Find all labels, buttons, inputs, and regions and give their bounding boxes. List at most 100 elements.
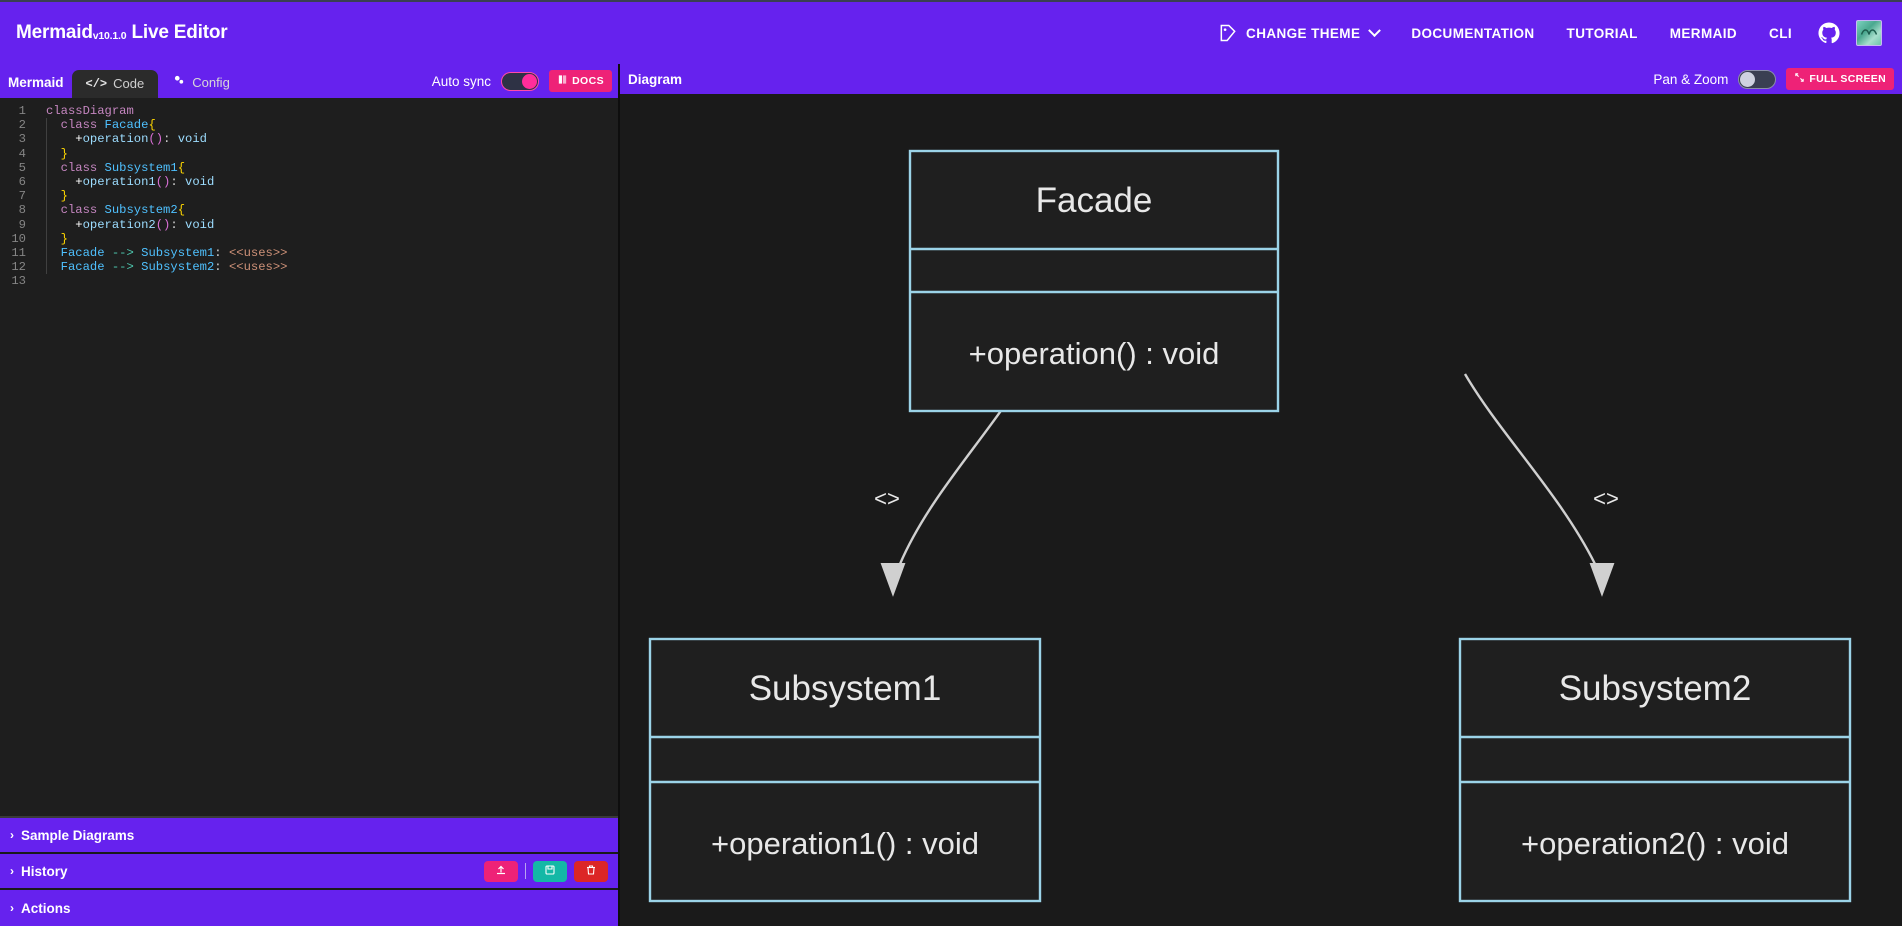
tab-code[interactable]: </> Code — [71, 70, 159, 98]
code-line[interactable]: } — [60, 231, 68, 246]
line-number: 1 — [18, 104, 26, 118]
history-delete-button[interactable] — [574, 860, 608, 882]
mermaid-logo-icon[interactable] — [1856, 20, 1882, 46]
brand-suffix: Live Editor — [131, 22, 228, 43]
nav-mermaid[interactable]: MERMAID — [1654, 18, 1753, 49]
class-facade-title: Facade — [1036, 181, 1153, 220]
line-number: 10 — [11, 231, 26, 246]
nav-cli[interactable]: CLI — [1753, 18, 1808, 49]
edge-label-bg-2 — [1583, 469, 1628, 527]
panzoom-toggle[interactable] — [1738, 69, 1777, 89]
panel-sample-diagrams-label: Sample Diagrams — [21, 827, 135, 843]
panel-sample-diagrams[interactable]: › Sample Diagrams — [0, 818, 618, 854]
editor-tabs: </> Code Config — [71, 67, 244, 98]
top-navbar: Mermaidv10.1.0 Live Editor CHANGE THEME … — [0, 0, 1902, 64]
editor-bottom-border — [0, 816, 618, 818]
line-number: 11 — [11, 245, 26, 260]
tab-code-label: Code — [113, 76, 145, 91]
code-line[interactable]: class Facade{ — [60, 118, 156, 133]
code-line[interactable]: Facade --> Subsystem2: <<uses>> — [60, 260, 288, 275]
history-save-button[interactable] — [533, 860, 567, 882]
nav-tutorial[interactable]: TUTORIAL — [1551, 18, 1654, 49]
autosync-toggle[interactable] — [501, 71, 540, 91]
history-actions — [484, 860, 608, 882]
history-upload-button[interactable] — [484, 860, 518, 882]
nav-change-theme[interactable]: CHANGE THEME — [1202, 15, 1395, 51]
tab-config-label: Config — [192, 74, 230, 90]
code-line[interactable]: classDiagram — [46, 104, 134, 118]
nav-tutorial-label: TUTORIAL — [1566, 25, 1638, 41]
line-number: 8 — [18, 203, 26, 218]
line-number: 9 — [18, 217, 26, 232]
chevron-down-icon — [1368, 23, 1382, 37]
editor-toolbar: Mermaid </> Code Config Auto sync — [0, 64, 618, 98]
nav-mermaid-label: MERMAID — [1669, 25, 1738, 41]
upload-icon — [495, 864, 507, 879]
diagram-canvas[interactable]: <> <> Facade +operation() : void — [620, 94, 1902, 926]
editor-pane: Mermaid </> Code Config Auto sync — [0, 64, 620, 926]
editor-pane-title: Mermaid — [8, 75, 64, 90]
edge-facade-subsystem2 — [1463, 373, 1615, 597]
github-icon — [1818, 22, 1840, 44]
app-brand: Mermaidv10.1.0 Live Editor — [16, 22, 228, 44]
class-node-subsystem1[interactable]: Subsystem1 +operation1() : void — [648, 637, 1042, 903]
bottom-accordions: › Sample Diagrams › History — [0, 818, 618, 926]
diagram-toolbar: Diagram Pan & Zoom FULL SCREEN — [620, 64, 1902, 94]
chevron-right-icon: › — [10, 828, 14, 842]
line-number: 12 — [11, 260, 26, 275]
line-number: 4 — [18, 146, 26, 161]
code-lines[interactable]: classDiagram class Facade{ +operation():… — [32, 104, 618, 818]
fullscreen-button-label: FULL SCREEN — [1809, 73, 1886, 85]
edge-label-2: <> — [1593, 486, 1619, 511]
fullscreen-button[interactable]: FULL SCREEN — [1786, 68, 1894, 90]
panel-history-label: History — [21, 863, 68, 879]
brand-version: v10.1.0 — [92, 30, 127, 42]
chevron-right-icon: › — [10, 901, 14, 915]
class-node-subsystem2[interactable]: Subsystem2 +operation2() : void — [1458, 637, 1852, 903]
line-number: 6 — [18, 174, 26, 189]
autosync-label: Auto sync — [431, 73, 492, 89]
code-line[interactable]: } — [60, 146, 68, 161]
nav-documentation[interactable]: DOCUMENTATION — [1395, 18, 1550, 49]
class-subsystem1-method-0: +operation1() : void — [711, 826, 979, 861]
edge-label-1: <> — [874, 486, 900, 511]
class-subsystem2-method-0: +operation2() : void — [1521, 826, 1789, 861]
nav-documentation-label: DOCUMENTATION — [1411, 25, 1535, 41]
code-line[interactable]: class Subsystem2{ — [60, 203, 186, 218]
theme-palette-icon — [1218, 23, 1238, 43]
chevron-right-icon: › — [10, 864, 14, 878]
code-line[interactable]: Facade --> Subsystem1: <<uses>> — [60, 245, 288, 260]
main-split: Mermaid </> Code Config Auto sync — [0, 64, 1902, 926]
indent-guide — [46, 118, 47, 275]
class-subsystem2-title: Subsystem2 — [1559, 669, 1752, 708]
brand-name: Mermaid — [16, 22, 93, 43]
code-line[interactable]: } — [60, 189, 68, 204]
line-number: 2 — [18, 118, 26, 133]
code-line[interactable]: +operation1(): void — [75, 174, 215, 189]
edge-label-bg-1 — [865, 469, 910, 527]
save-icon — [544, 864, 556, 879]
panel-history[interactable]: › History — [0, 854, 618, 890]
code-line[interactable]: +operation2(): void — [75, 217, 215, 232]
code-line[interactable] — [46, 274, 618, 288]
preview-pane: Diagram Pan & Zoom FULL SCREEN — [620, 64, 1902, 926]
expand-icon — [1794, 72, 1805, 86]
diagram-toolbar-right: Pan & Zoom FULL SCREEN — [1653, 68, 1894, 90]
nav-change-theme-label: CHANGE THEME — [1246, 25, 1361, 41]
trash-icon — [585, 864, 597, 879]
gears-icon — [172, 73, 186, 91]
code-line[interactable]: +operation(): void — [75, 132, 207, 147]
diagram-title: Diagram — [628, 71, 683, 87]
code-brackets-icon: </> — [85, 76, 108, 91]
editor-toolbar-right: Auto sync DOCS — [432, 70, 612, 98]
docs-button[interactable]: DOCS — [549, 70, 612, 92]
panel-actions[interactable]: › Actions — [0, 890, 618, 926]
class-node-facade[interactable]: Facade +operation() : void — [908, 149, 1280, 413]
code-line[interactable]: class Subsystem1{ — [60, 160, 186, 175]
tab-config[interactable]: Config — [158, 67, 244, 98]
github-link[interactable] — [1808, 16, 1850, 50]
toggle-knob — [522, 73, 538, 89]
